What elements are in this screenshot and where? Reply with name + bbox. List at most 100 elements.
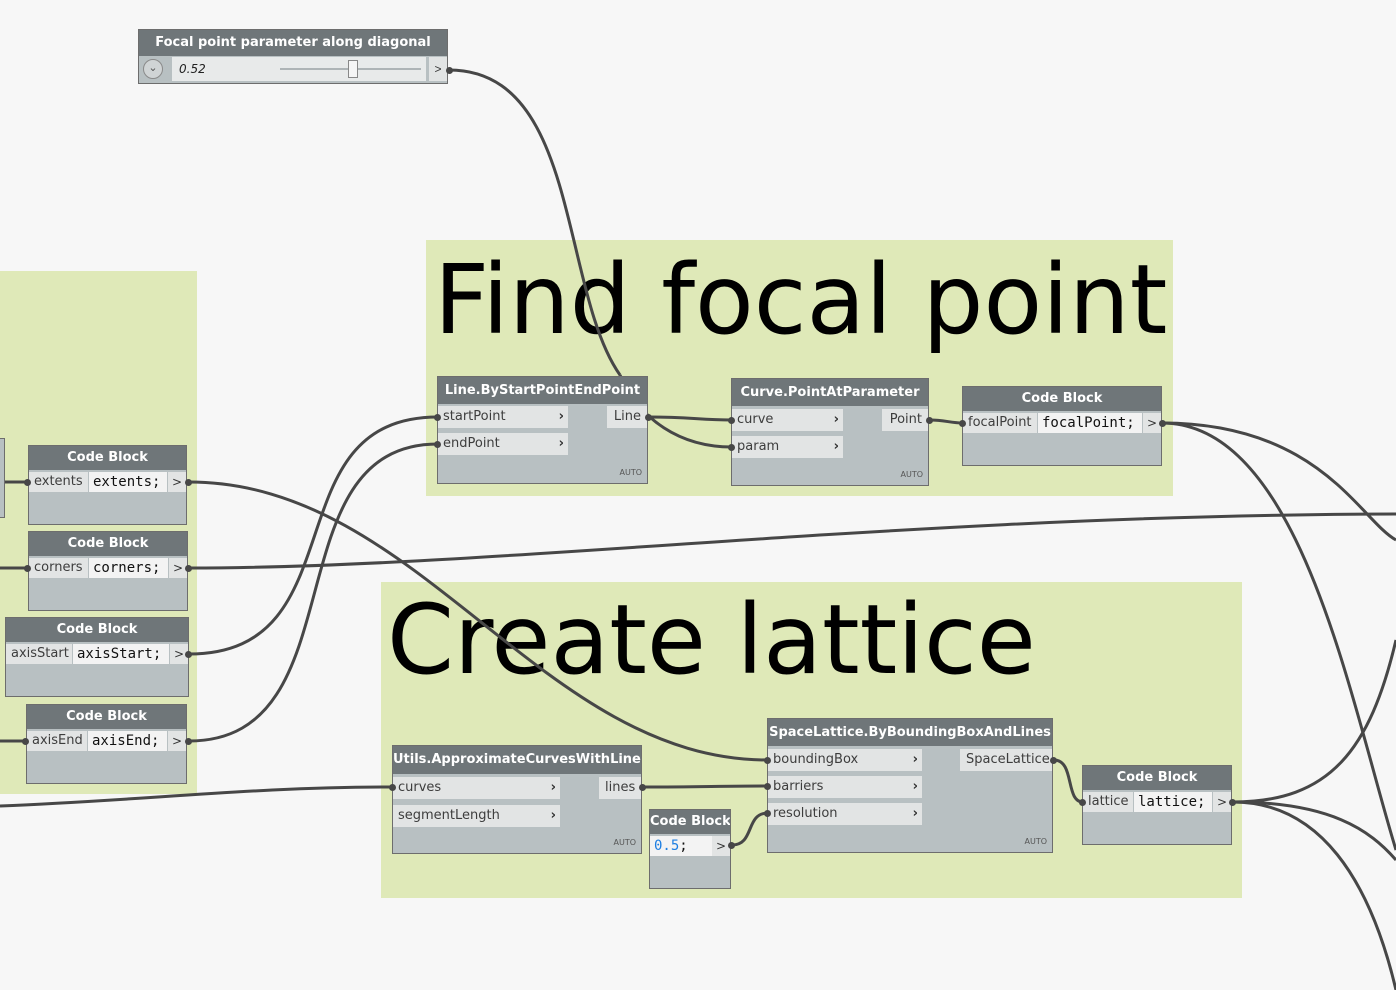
node-curve-point-at-parameter[interactable]: Curve.PointAtParameter curve › param › P… — [731, 378, 929, 486]
lacing-label: AUTO — [613, 838, 636, 847]
node-title: Code Block — [1083, 766, 1231, 790]
codeblock-output-port[interactable]: > — [712, 836, 730, 856]
codeblock-output-port[interactable]: > — [1143, 413, 1161, 433]
port-dot — [22, 738, 29, 745]
port-dot — [434, 414, 441, 421]
node-spacelattice[interactable]: SpaceLattice.ByBoundingBoxAndLines bound… — [767, 718, 1053, 853]
node-line-by-start-end[interactable]: Line.ByStartPointEndPoint startPoint › e… — [437, 376, 648, 484]
port-label: boundingBox — [773, 752, 859, 767]
codeblock-code[interactable]: 0.5; — [650, 836, 712, 856]
input-port-segmentlength[interactable]: segmentLength › — [393, 805, 560, 827]
number-literal: 0.5 — [654, 838, 680, 854]
port-dot — [645, 414, 652, 421]
chevron-down-icon[interactable]: ⌄ — [143, 59, 163, 79]
codeblock-row: axisEnd axisEnd; > — [27, 731, 186, 751]
node-title: Focal point parameter along diagonal — [139, 30, 447, 56]
chevron-right-icon: › — [558, 436, 564, 451]
node-title: Code Block — [29, 446, 186, 470]
codeblock-extents[interactable]: Code Block extents extents; > — [28, 445, 187, 525]
port-dot — [434, 441, 441, 448]
port-dot — [1229, 799, 1236, 806]
codeblock-input-label[interactable]: extents — [29, 472, 88, 492]
port-dot — [185, 565, 192, 572]
output-port-point[interactable]: Point — [882, 409, 928, 431]
port-dot — [1159, 420, 1166, 427]
node-title: SpaceLattice.ByBoundingBoxAndLines — [768, 719, 1052, 746]
codeblock-code[interactable]: axisStart; — [73, 644, 169, 664]
port-dot — [185, 651, 192, 658]
codeblock-code[interactable]: axisEnd; — [88, 731, 167, 751]
group-title[interactable]: Create lattice — [387, 584, 1036, 696]
codeblock-axisstart[interactable]: Code Block axisStart axisStart; > — [5, 617, 189, 697]
slider-value[interactable]: 0.52 — [172, 57, 270, 81]
group-title[interactable]: Find focal point — [434, 244, 1168, 356]
codeblock-code[interactable]: focalPoint; — [1038, 413, 1142, 433]
input-port-endpoint[interactable]: endPoint › — [438, 433, 568, 455]
port-label: curves — [398, 780, 442, 795]
lacing-label: AUTO — [619, 468, 642, 477]
port-label: curve — [737, 412, 774, 427]
codeblock-lattice[interactable]: Code Block lattice lattice; > — [1082, 765, 1232, 845]
codeblock-focalpoint[interactable]: Code Block focalPoint focalPoint; > — [962, 386, 1162, 466]
port-label: param — [737, 439, 780, 454]
input-port-boundingbox[interactable]: boundingBox › — [768, 749, 922, 771]
codeblock-resolution[interactable]: Code Block 0.5; > — [649, 809, 731, 889]
port-dot — [1050, 757, 1057, 764]
wire-lattice-out-a — [1232, 639, 1396, 804]
input-port-resolution[interactable]: resolution › — [768, 803, 922, 825]
codeblock-input-label[interactable]: axisStart — [6, 644, 72, 664]
chevron-right-icon: › — [558, 409, 564, 424]
codeblock-code[interactable]: extents; — [89, 472, 167, 492]
slider-node[interactable]: Focal point parameter along diagonal ⌄ 0… — [138, 29, 448, 84]
output-port-line[interactable]: Line — [607, 406, 647, 428]
codeblock-input-label[interactable]: focalPoint — [963, 413, 1037, 433]
slider-track-area[interactable] — [270, 57, 426, 81]
slider-thumb[interactable] — [348, 60, 359, 78]
input-port-param[interactable]: param › — [732, 436, 843, 458]
node-title: Code Block — [650, 810, 730, 834]
port-label: segmentLength — [398, 808, 500, 823]
slider-output-port[interactable]: > — [429, 57, 447, 81]
chevron-right-icon: › — [833, 439, 839, 454]
output-port-lines[interactable]: lines — [599, 777, 641, 799]
codeblock-output-port[interactable]: > — [168, 731, 186, 751]
node-approximate-curves[interactable]: Utils.ApproximateCurvesWithLines curves … — [392, 745, 642, 854]
port-dot — [24, 565, 31, 572]
codeblock-row: axisStart axisStart; > — [6, 644, 188, 664]
codeblock-input-label[interactable]: corners — [29, 558, 88, 578]
codeblock-corners[interactable]: Code Block corners corners; > — [28, 531, 188, 611]
codeblock-input-label[interactable]: axisEnd — [27, 731, 87, 751]
lacing-label: AUTO — [1024, 837, 1047, 846]
codeblock-row: corners corners; > — [29, 558, 187, 578]
port-dot — [926, 417, 933, 424]
port-dot — [959, 420, 966, 427]
port-dot — [728, 444, 735, 451]
codeblock-row: 0.5; > — [650, 836, 730, 856]
input-port-curves[interactable]: curves › — [393, 777, 560, 799]
codeblock-row: focalPoint focalPoint; > — [963, 413, 1161, 433]
input-port-curve[interactable]: curve › — [732, 409, 843, 431]
port-dot — [389, 784, 396, 791]
port-dot — [764, 757, 771, 764]
codeblock-output-port[interactable]: > — [168, 472, 186, 492]
codeblock-output-port[interactable]: > — [170, 644, 188, 664]
port-label: resolution — [773, 806, 838, 821]
input-port-startpoint[interactable]: startPoint › — [438, 406, 568, 428]
port-label: startPoint — [443, 409, 506, 424]
port-dot — [185, 738, 192, 745]
chevron-right-icon: › — [912, 806, 918, 821]
port-dot — [764, 810, 771, 817]
codeblock-output-port[interactable]: > — [169, 558, 187, 578]
input-port-barriers[interactable]: barriers › — [768, 776, 922, 798]
port-dot — [764, 783, 771, 790]
node-title: Code Block — [6, 618, 188, 642]
codeblock-input-label[interactable]: lattice — [1083, 792, 1133, 812]
chevron-right-icon: › — [912, 779, 918, 794]
codeblock-axisend[interactable]: Code Block axisEnd axisEnd; > — [26, 704, 187, 784]
codeblock-code[interactable]: lattice; — [1134, 792, 1212, 812]
node-offscreen-partial[interactable] — [0, 438, 5, 518]
output-port-spacelattice[interactable]: SpaceLattice — [960, 749, 1052, 771]
codeblock-code[interactable]: corners; — [89, 558, 168, 578]
port-dot — [639, 784, 646, 791]
